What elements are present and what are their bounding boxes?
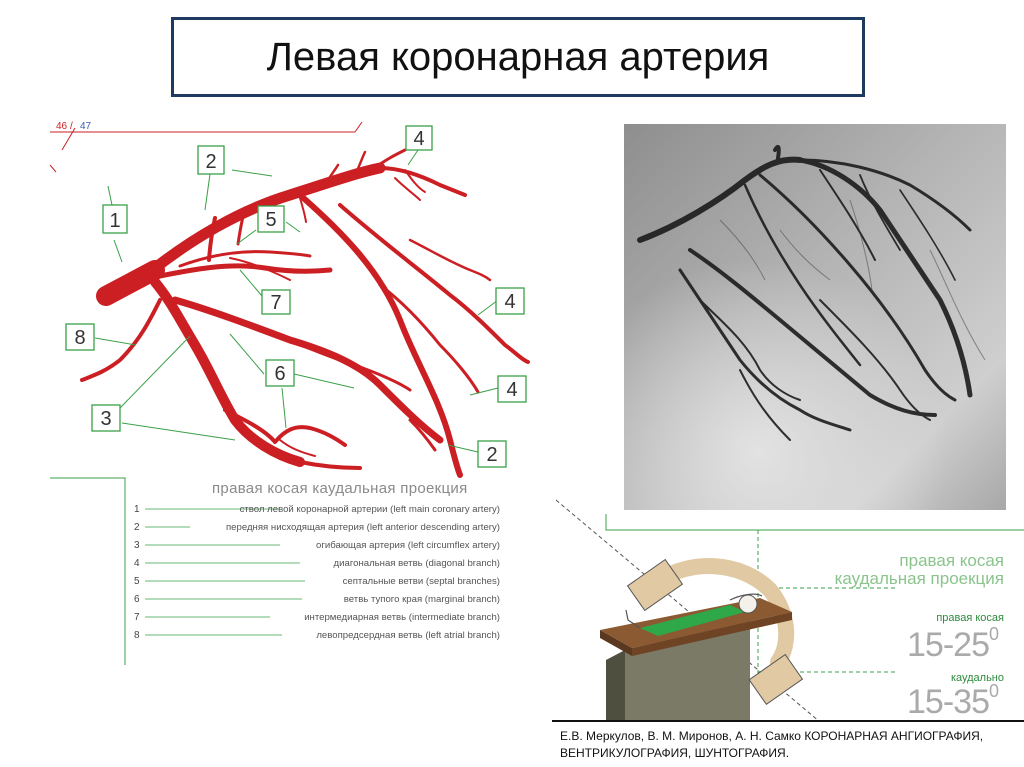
legend-item: 5 септальные ветви (septal branches) <box>134 576 500 587</box>
slide-title: Левая коронарная артерия <box>266 34 770 79</box>
legend-item: 7 интермедиарная ветвь (intermediate bra… <box>134 612 500 623</box>
source-caption: Е.В. Меркулов, В. М. Миронов, А. Н. Самк… <box>552 720 1024 767</box>
callout-6: 6 <box>274 363 285 385</box>
patient-table-illustration <box>555 499 821 723</box>
legend-arrows <box>145 508 305 636</box>
legend-item: 2 передняя нисходящая артерия (left ante… <box>134 522 500 533</box>
callout-7: 7 <box>270 292 281 314</box>
septal-branch-1 <box>207 216 217 262</box>
legend-item: 3 огибающая артерия (left circumflex art… <box>134 540 500 551</box>
page-frame-top <box>49 121 363 173</box>
legend-item: 8 левопредсердная ветвь (left atrial bra… <box>134 630 500 641</box>
callout-3: 3 <box>100 408 111 430</box>
callout-4c: 4 <box>506 379 517 401</box>
page-number-left: 46 <box>56 121 68 132</box>
circumflex-artery <box>150 277 305 467</box>
legend-title: правая косая каудальная проекция <box>212 480 468 497</box>
caudal-label: каудально <box>950 672 1004 684</box>
coronary-artery-tree <box>80 148 530 478</box>
projection-title: правая косая каудальная проекция <box>834 551 1004 588</box>
callout-boxes <box>65 125 527 468</box>
projection-frame-lines <box>605 514 1024 531</box>
callout-leader-lines <box>94 149 499 453</box>
oblique-value: 15-250 <box>907 624 999 664</box>
callout-4b: 4 <box>504 291 515 313</box>
slide-title-box: Левая коронарная артерия <box>171 17 865 97</box>
oblique-label: правая косая <box>936 612 1004 624</box>
legend-item: 4 диагональная ветвь (diagonal branch) <box>134 558 500 569</box>
page-number-right: 47 <box>80 121 92 132</box>
intermediate-branch <box>157 263 333 279</box>
callout-2a: 2 <box>205 151 216 173</box>
left-atrial-branch <box>80 298 162 382</box>
callout-8: 8 <box>74 327 85 349</box>
callout-2b: 2 <box>486 444 497 466</box>
septal-branch-2 <box>236 206 247 246</box>
caudal-value: 15-350 <box>907 681 999 721</box>
callout-1: 1 <box>109 210 120 232</box>
callout-5: 5 <box>265 209 276 231</box>
legend-item: 1 ствол левой коронарной артерии (left m… <box>134 504 500 515</box>
marginal-branch <box>171 296 444 444</box>
callout-4a: 4 <box>413 128 424 150</box>
angiogram-image <box>624 124 1006 510</box>
lad-descending <box>297 192 463 478</box>
legend-frame <box>50 477 126 665</box>
callout-labels: 1 2 5 4 7 4 8 6 4 3 2 <box>74 128 517 466</box>
legend-item: 6 ветвь тупого края (marginal branch) <box>134 594 500 605</box>
